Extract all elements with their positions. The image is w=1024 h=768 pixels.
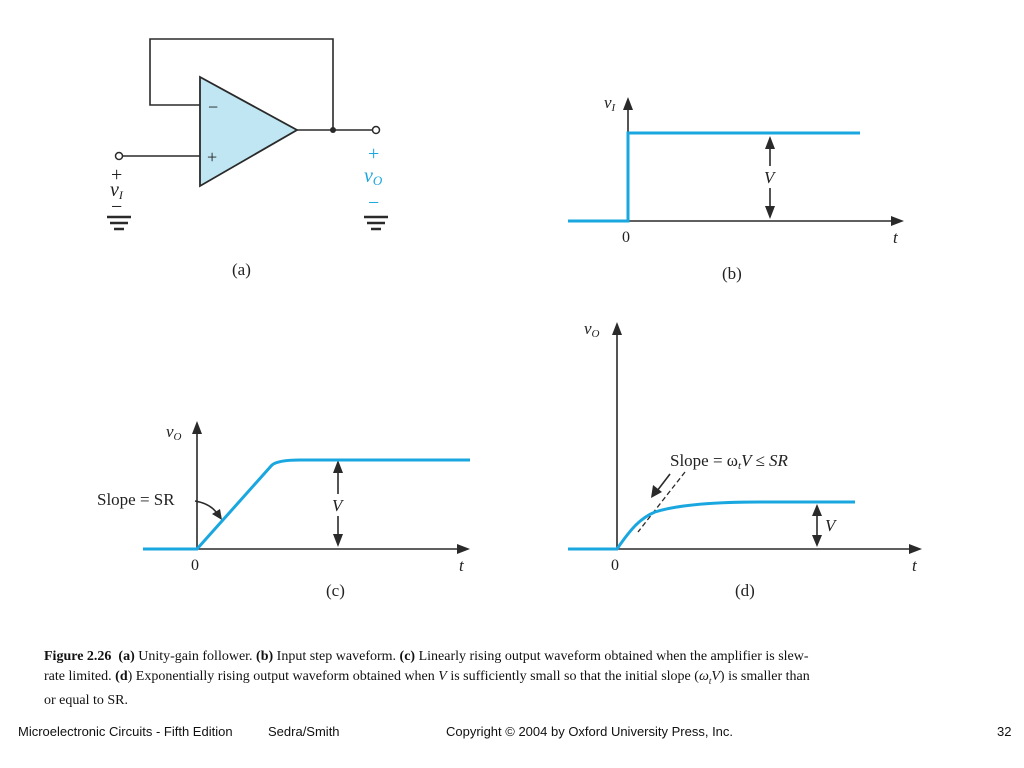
panel-c-x-label: t	[459, 556, 465, 575]
panel-b-x-label: t	[893, 228, 899, 247]
output-junction-dot	[330, 127, 336, 133]
output-terminal	[371, 125, 381, 135]
panel-d-tangent-line	[637, 471, 686, 533]
input-terminal	[114, 151, 124, 161]
input-plus: +	[111, 164, 122, 186]
panel-c-caption: (c)	[326, 581, 345, 600]
panel-c-v-arrow-up	[333, 460, 343, 473]
footer-authors: Sedra/Smith	[268, 724, 340, 739]
input-ground-icon	[107, 215, 131, 231]
panel-d-slope-pointer	[656, 473, 671, 492]
panel-b-v-arrow-up	[765, 136, 775, 149]
panel-a-caption: (a)	[232, 260, 251, 279]
panel-c-y-label: vO	[166, 422, 182, 443]
panel-b-v-label-bg	[760, 166, 780, 188]
panel-c-v-label: V	[332, 496, 345, 515]
opamp-triangle	[199, 75, 299, 188]
panel-b-graph: vI t 0 V (b)	[568, 93, 904, 283]
panel-c-output-waveform	[143, 458, 470, 551]
slide-footer: Microelectronic Circuits - Fifth Edition…	[0, 720, 1024, 744]
caption-d-marker: (d	[115, 669, 128, 684]
panel-c-slope-arrow	[212, 509, 222, 520]
panel-d-v-arrow-up	[812, 504, 822, 516]
panel-b-y-label: vI	[604, 93, 617, 114]
panel-d-slope-arrow	[651, 485, 662, 498]
panel-b-v-arrow-down	[765, 206, 775, 219]
panel-d-slope-label: Slope = ωtV ≤ SR	[670, 451, 788, 472]
figure-caption: Figure 2.26 (a) Unity-gain follower. (b)…	[44, 647, 824, 711]
panel-d-origin: 0	[611, 557, 619, 574]
panel-c-slope-label: Slope = SR	[97, 490, 175, 509]
panel-d-x-arrow	[909, 544, 922, 554]
panel-c-v-label-bg	[328, 494, 348, 516]
caption-d-text: ) Exponentially rising output waveform o…	[127, 669, 439, 684]
caption-a-marker: (a)	[118, 649, 135, 664]
caption-v-symbol: V	[438, 669, 447, 684]
caption-b-text: Input step waveform.	[273, 649, 400, 664]
footer-book-title: Microelectronic Circuits - Fifth Edition	[18, 724, 233, 739]
panel-b-input-step-waveform	[568, 131, 860, 223]
panel-c-x-arrow	[457, 544, 470, 554]
panel-d-x-label: t	[912, 556, 918, 575]
panel-d-y-arrow	[612, 322, 622, 335]
panel-d-output-waveform	[568, 500, 855, 551]
output-ground-icon	[364, 215, 388, 231]
panel-c-y-arrow	[192, 421, 202, 434]
panel-d-graph: vO t 0 V Slope = ωtV ≤ SR (d)	[568, 319, 922, 600]
input-minus: −	[111, 196, 122, 218]
output-minus: −	[368, 192, 379, 214]
caption-c-text: Linearly rising output waveform obtained…	[44, 649, 809, 684]
opamp-plus-sign: +	[207, 147, 217, 167]
panel-b-y-arrow	[623, 97, 633, 110]
output-label: vO	[364, 165, 383, 188]
panel-d-caption: (d)	[735, 581, 755, 600]
caption-omega-sub: t	[708, 675, 712, 686]
caption-d-text-3: ) is smaller than or equal to SR.	[44, 669, 810, 708]
panel-b-caption: (b)	[722, 264, 742, 283]
panel-d-v-arrow-down	[812, 535, 822, 547]
caption-figure-number: Figure 2.26	[44, 649, 112, 664]
caption-v2-symbol: V	[711, 669, 720, 684]
panel-d-y-label: vO	[584, 319, 600, 340]
caption-omega-symbol: ω	[698, 669, 709, 684]
panel-c-origin: 0	[191, 557, 199, 574]
panel-d-v-label: V	[825, 516, 838, 535]
panel-b-origin: 0	[622, 229, 630, 246]
caption-a-text: Unity-gain follower.	[134, 649, 257, 664]
panel-c-v-arrow-down	[333, 534, 343, 547]
panel-c-graph: vO t 0 V Slope = SR (c)	[97, 421, 470, 600]
footer-copyright: Copyright © 2004 by Oxford University Pr…	[446, 724, 734, 739]
output-plus: +	[368, 143, 379, 165]
panel-b-v-label: V	[764, 168, 777, 187]
footer-page-number: 32	[997, 724, 1012, 739]
caption-b-marker: (b)	[256, 649, 274, 664]
input-label: vI	[110, 179, 124, 202]
panel-a-circuit: − + + vI − + vO − (a)	[107, 38, 388, 279]
opamp-minus-sign: −	[208, 97, 218, 117]
panel-b-x-arrow	[891, 216, 904, 226]
caption-c-marker: (c)	[399, 649, 416, 664]
feedback-wire	[149, 38, 334, 130]
caption-d-text-2: is sufficiently small so that the initia…	[446, 669, 699, 684]
